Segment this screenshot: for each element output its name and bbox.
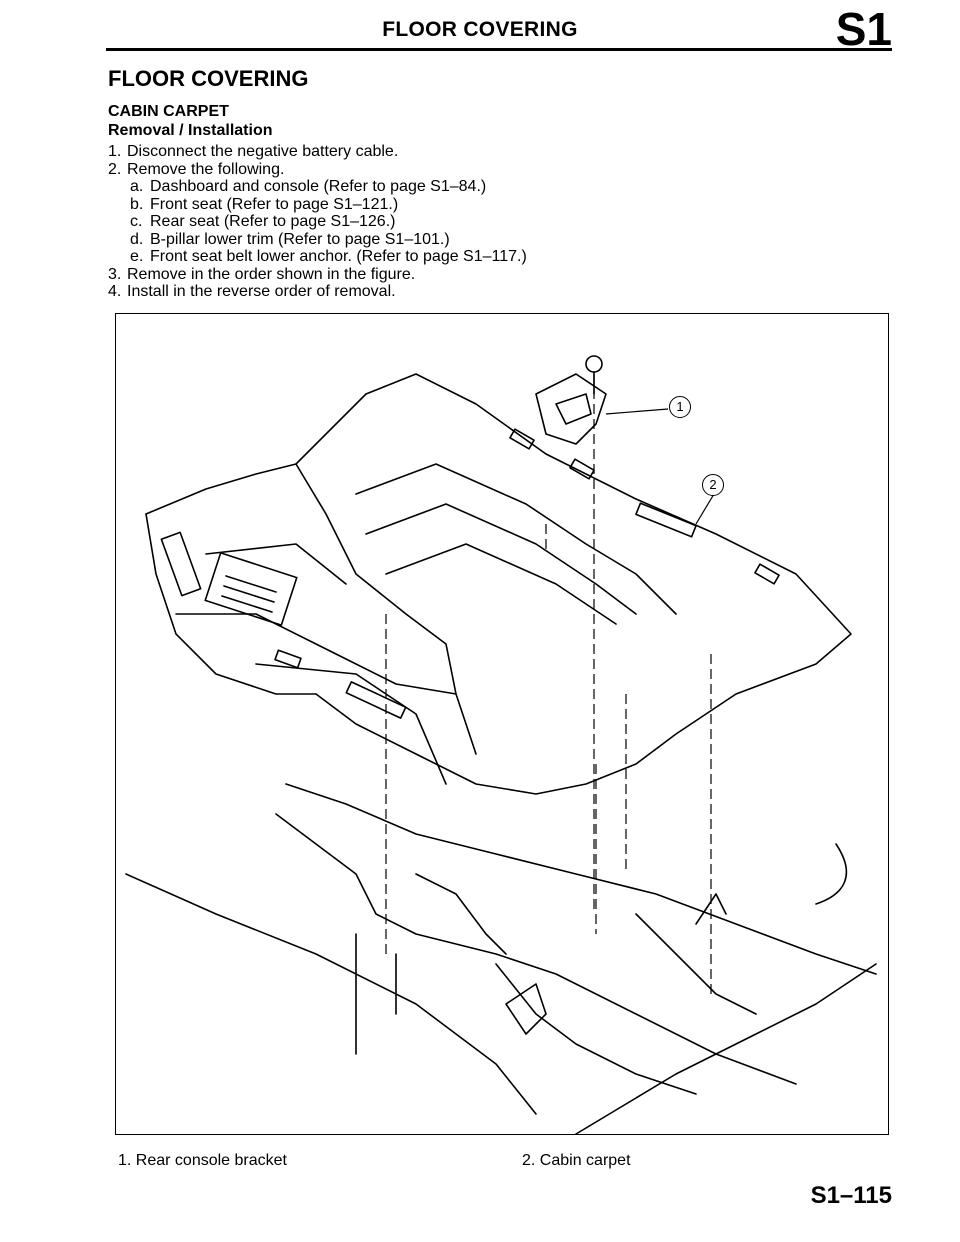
substep-text: Dashboard and console (Refer to page S1–… (150, 178, 487, 195)
substep-letter: c. (130, 213, 143, 230)
section-code: S1 (835, 3, 892, 55)
substep-item: a. Dashboard and console (Refer to page S… (108, 178, 527, 196)
carpet-front-section (145, 463, 477, 755)
carpet-rear-section (295, 373, 852, 795)
callout-cabin-carpet: 2 (702, 474, 724, 496)
step-text: Remove the following. (127, 160, 285, 178)
carpet-diagram-figure: 1 2 (115, 313, 889, 1135)
substep-item: b. Front seat (Refer to page S1–121.) (108, 196, 527, 214)
step-text: Disconnect the negative battery cable. (127, 143, 399, 160)
substep-letter: b. (130, 195, 144, 213)
step-item: 1. Disconnect the negative battery cable. (108, 143, 527, 161)
substep-text: Front seat (Refer to page S1–121.) (150, 195, 399, 213)
step-item: 2. Remove the following. (108, 161, 527, 179)
substep-text: Rear seat (Refer to page S1–126.) (150, 213, 396, 230)
step-number: 4. (108, 283, 122, 300)
step-number: 2. (108, 160, 122, 178)
callout-rear-console-bracket: 1 (669, 396, 691, 418)
procedure-title: Removal / Installation (108, 122, 273, 139)
substep-text: B-pillar lower trim (Refer to page S1–10… (150, 230, 450, 248)
step-item: 4. Install in the reverse order of remova… (108, 283, 527, 301)
procedure-steps: 1. Disconnect the negative battery cable.… (108, 143, 527, 301)
section-title: FLOOR COVERING (108, 66, 309, 91)
substep-item: c. Rear seat (Refer to page S1–126.) (108, 213, 527, 231)
rear-console-bracket (535, 373, 607, 445)
substep-letter: e. (130, 248, 144, 265)
legend-item: 2. Cabin carpet (522, 1152, 631, 1169)
legend-item: 1. Rear console bracket (118, 1152, 287, 1169)
step-item: 3. Remove in the order shown in the figur… (108, 266, 527, 284)
substep-text: Front seat belt lower anchor. (Refer to … (150, 248, 527, 265)
substep-item: d. B-pillar lower trim (Refer to page S1–… (108, 231, 527, 249)
page-number: S1–115 (810, 1182, 892, 1209)
vehicle-floor-pan (125, 873, 537, 1115)
step-number: 3. (108, 265, 122, 283)
substep-letter: a. (130, 178, 144, 195)
step-text: Remove in the order shown in the figure. (127, 265, 416, 283)
header-rule (106, 48, 892, 51)
substep-item: e. Front seat belt lower anchor. (Refer t… (108, 248, 527, 266)
step-number: 1. (108, 143, 122, 160)
header-title: FLOOR COVERING (382, 18, 578, 41)
subsection-title: CABIN CARPET (108, 103, 229, 120)
carpet-diagram-illustration (125, 355, 877, 1135)
substep-letter: d. (130, 230, 144, 248)
step-text: Install in the reverse order of removal. (127, 283, 396, 300)
